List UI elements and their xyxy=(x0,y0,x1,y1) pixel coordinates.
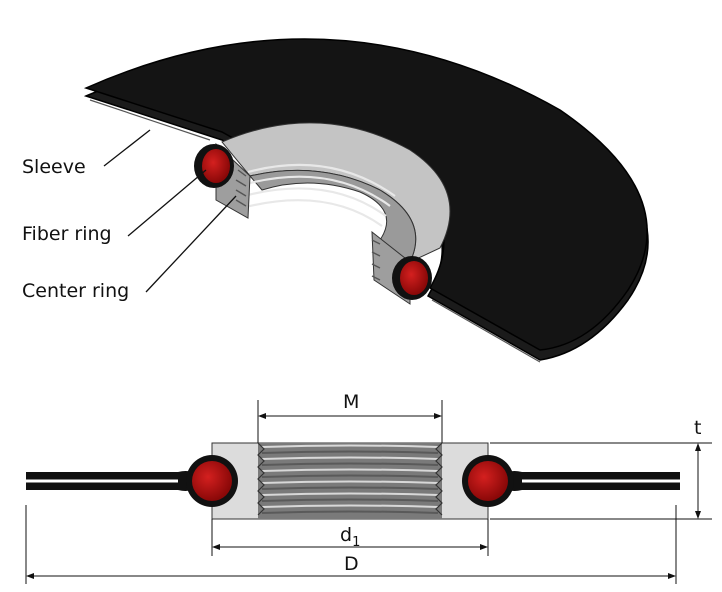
sleeve-leader xyxy=(103,129,151,167)
thread-line xyxy=(261,486,439,490)
d1-subscript: 1 xyxy=(352,535,360,550)
thread-line xyxy=(261,456,439,460)
fiber-ring-label: Fiber ring xyxy=(22,223,112,245)
thread-edge-left xyxy=(257,442,265,516)
sleeve-edge-line-right xyxy=(431,299,541,363)
thread-line xyxy=(261,468,439,472)
fiber-ring-core-left xyxy=(202,149,230,183)
sleeve-edge-line xyxy=(89,99,211,141)
fiber-ring-core-right xyxy=(400,261,428,295)
thread-line xyxy=(261,462,439,466)
m-arrow-right xyxy=(434,413,442,419)
fiber-ring-left-core xyxy=(192,461,232,501)
d1-arrow-left xyxy=(212,544,220,550)
cutaway-view: Sleeve Fiber ring Center ring xyxy=(22,38,649,363)
fiber-ring-right-core xyxy=(468,461,508,501)
thread-edge-right xyxy=(435,442,443,516)
t-arrow-top xyxy=(695,443,701,451)
thread-line xyxy=(261,510,439,514)
section-view: M t d1 D xyxy=(25,391,712,584)
left-cut-thread-notches xyxy=(235,169,247,207)
d1-main: d xyxy=(340,524,352,546)
fiber-ring-leader xyxy=(127,169,207,237)
thread-line xyxy=(261,480,439,484)
D-arrow-left xyxy=(26,573,34,579)
bore-thread-lines xyxy=(241,163,396,227)
right-cut-thread-notches xyxy=(371,239,381,281)
t-arrow-bottom xyxy=(695,511,701,519)
m-arrow-left xyxy=(258,413,266,419)
thread-line xyxy=(261,492,439,496)
thread-line xyxy=(261,474,439,478)
D-arrow-right xyxy=(668,573,676,579)
center-ring-leader xyxy=(145,195,237,293)
sleeve-label: Sleeve xyxy=(22,156,86,178)
thread-line xyxy=(261,444,439,448)
center-ring-label: Center ring xyxy=(22,280,129,302)
thread-line xyxy=(261,504,439,508)
thread-lines xyxy=(261,444,439,514)
D-label: D xyxy=(344,553,359,575)
m-label: M xyxy=(343,391,359,413)
t-label: t xyxy=(694,417,701,439)
d1-label: d1 xyxy=(340,524,360,550)
d1-arrow-right xyxy=(480,544,488,550)
thread-line xyxy=(261,450,439,454)
thread-line xyxy=(261,498,439,502)
